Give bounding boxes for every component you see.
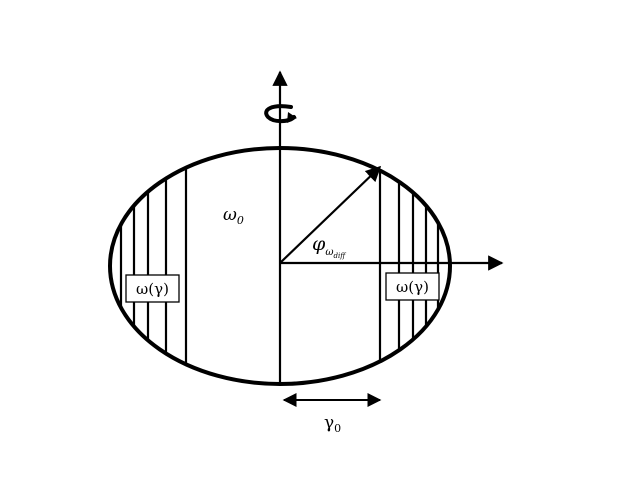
radius-arrow [279, 165, 382, 264]
omega0-label: ω0 [223, 205, 244, 227]
right-omega-gamma-box: ω(γ) [385, 272, 440, 301]
left-omega-gamma-text: ω(γ) [136, 280, 169, 298]
gamma0-label: γ0 [324, 413, 341, 435]
left-omega-gamma-box: ω(γ) [125, 274, 180, 303]
rotation-arrow-icon [264, 104, 297, 124]
right-omega-gamma-text: ω(γ) [396, 278, 429, 296]
phi-omega-diff-label: φωdiff [312, 233, 346, 260]
